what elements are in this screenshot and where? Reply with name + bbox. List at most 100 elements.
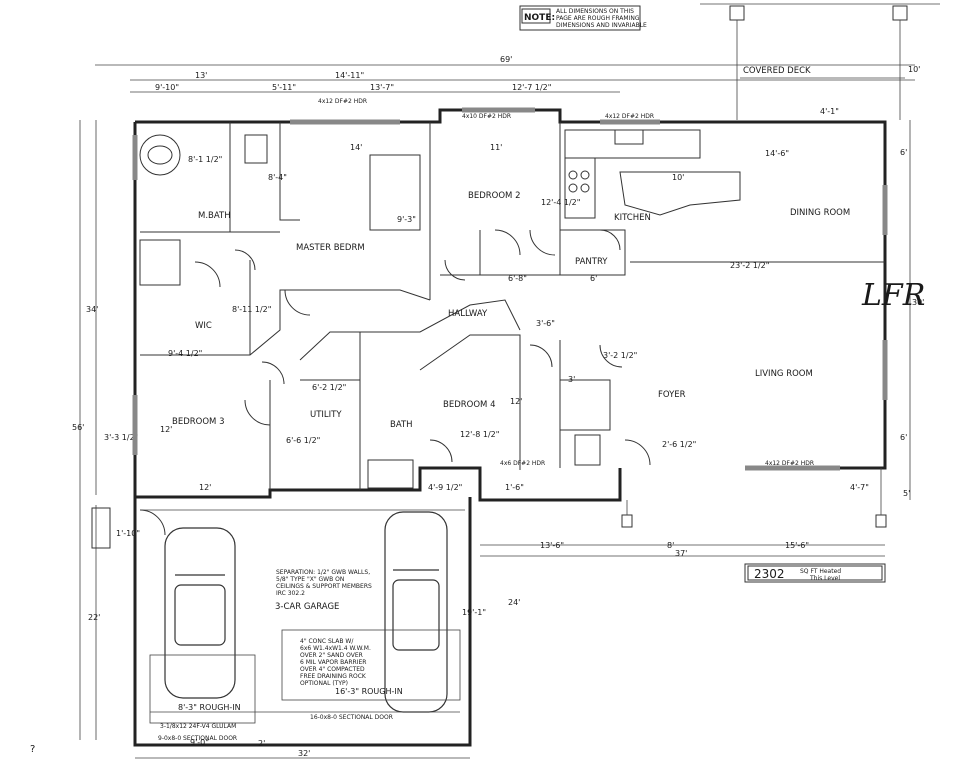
dim-label: 12' — [199, 483, 211, 492]
dim-label: 6'-8" — [508, 274, 527, 283]
dim-label: 8'-11 1/2" — [232, 305, 271, 314]
garage-note: FREE DRAINING ROCK — [300, 673, 367, 680]
bottom-dimensions: 13'-6" 8' 15'-6" 37' 32' 9'-0" 2' 24' 19… — [135, 541, 885, 759]
header-label: 4x10 DF#2 HDR — [462, 113, 511, 120]
dim-label: 37' — [675, 549, 687, 558]
garage-area: 8'-3" ROUGH-IN 16'-3" ROUGH-IN SEPARATIO… — [91, 507, 465, 742]
dim-label: 3'-6" — [536, 319, 555, 328]
note-line-2: PAGE ARE ROUGH FRAMING — [556, 15, 640, 22]
dim-label: 13' — [195, 71, 207, 80]
garage-door-note: 9-0x8-0 SECTIONAL DOOR — [158, 735, 237, 742]
dim-overall-width: 69' — [500, 55, 512, 64]
dim-label: 3' — [568, 375, 575, 384]
room-bedroom-2: BEDROOM 2 — [468, 191, 520, 201]
dim-label: 9'-10" — [155, 83, 179, 92]
garage-note: SEPARATION: 1/2" GWB WALLS, — [276, 569, 370, 576]
room-bedroom-3: BEDROOM 3 — [172, 417, 224, 427]
dim-label: 11' — [490, 143, 502, 152]
room-bath: BATH — [390, 420, 413, 430]
garage-note: 6 MIL VAPOR BARRIER — [300, 659, 366, 666]
area-label: This Level — [809, 575, 840, 582]
dim-label: 3'-2 1/2" — [603, 351, 637, 360]
deck-post — [729, 5, 745, 21]
header-label: 4x6 DF#2 HDR — [500, 460, 545, 467]
room-m-bath: M.BATH — [198, 211, 231, 221]
bath-fixtures — [139, 134, 601, 489]
room-labels: M.BATH MASTER BEDRM BEDROOM 2 KITCHEN DI… — [172, 191, 850, 612]
room-utility: UTILITY — [310, 410, 342, 420]
garage-note: OPTIONAL (TYP) — [300, 680, 348, 687]
top-dimensions: 69' 13' 14'-11" 9'-10" 5'-11" 13'-7" 12'… — [95, 55, 920, 116]
dim-label: 24' — [508, 598, 520, 607]
porch-post — [875, 514, 887, 528]
header-labels: 4x12 DF#2 HDR 4x10 DF#2 HDR 4x12 DF#2 HD… — [318, 98, 814, 467]
dim-label: 4'-1" — [820, 107, 839, 116]
dim-label: 8'-1 1/2" — [188, 155, 222, 164]
dim-label: 9'-0" — [190, 738, 209, 747]
handwritten-note: LFR — [861, 278, 925, 313]
dim-label: 30' — [912, 298, 924, 307]
dim-label: 8' — [667, 541, 674, 550]
garage-header-note: 3-1/8x12 24F-V4 GLULAM — [160, 723, 236, 730]
dim-label: 3'-3 1/2" — [104, 433, 138, 442]
garage-note: IRC 302.2 — [276, 590, 305, 597]
garage-door-note: 16-0x8-0 SECTIONAL DOOR — [310, 714, 393, 721]
interior-walls — [140, 122, 885, 490]
dim-label: 6' — [900, 148, 907, 157]
dim-label: 32' — [298, 749, 310, 758]
room-hallway: HALLWAY — [448, 309, 488, 319]
left-dimensions: 56' 34' 22' 3'-3 1/2" 1'-10" — [72, 120, 140, 740]
dim-label: 13'-6" — [540, 541, 564, 550]
dim-label: 8'-4" — [268, 173, 287, 182]
dim-label: 4'-7" — [850, 483, 869, 492]
room-pantry: PANTRY — [575, 257, 608, 267]
note-line-3: DIMENSIONS AND INVARIABLE — [556, 22, 647, 29]
exterior-walls — [133, 108, 887, 747]
dim-label: 34' — [86, 305, 98, 314]
dim-label: 12'-8 1/2" — [460, 430, 499, 439]
dim-label: 5'-11" — [272, 83, 296, 92]
door-swings — [139, 229, 651, 536]
room-wic: WIC — [195, 321, 212, 331]
header-note: NOTE: ALL DIMENSIONS ON THIS PAGE ARE RO… — [519, 5, 647, 31]
corner-mark: ? — [30, 744, 35, 755]
dim-overall-depth: 56' — [72, 423, 84, 432]
dim-label: 1'-10" — [116, 529, 140, 538]
room-master-bedroom: MASTER BEDRM — [296, 243, 365, 253]
right-dimensions: 30' 5' 6' 6' — [900, 120, 924, 500]
note-line-1: ALL DIMENSIONS ON THIS — [556, 8, 634, 15]
dim-label: 23'-2 1/2" — [730, 261, 769, 270]
dim-label: 14'-11" — [335, 71, 364, 80]
area-callout: 2302 SQ FT Heated This Level — [744, 563, 886, 583]
area-label: SQ FT Heated — [800, 568, 841, 575]
garage-note: OVER 2" SAND OVER — [300, 652, 363, 659]
area-value: 2302 — [754, 567, 785, 581]
dim-label: 13'-7" — [370, 83, 394, 92]
car-right — [384, 511, 448, 713]
dim-label: 6' — [590, 274, 597, 283]
dim-label: 1'-6" — [505, 483, 524, 492]
kitchen-fixtures — [564, 129, 741, 219]
room-covered-deck: COVERED DECK — [743, 66, 811, 76]
room-dining: DINING ROOM — [790, 208, 850, 218]
dim-label: 2' — [258, 739, 265, 748]
header-label: 4x12 DF#2 HDR — [318, 98, 367, 105]
garage-note: OVER 4" COMPACTED — [300, 666, 365, 673]
dim-label: 22' — [88, 613, 100, 622]
room-living: LIVING ROOM — [755, 369, 813, 379]
dim-label: 2'-6 1/2" — [662, 440, 696, 449]
garage-note: 6x6 W1.4xW1.4 W.W.M. — [300, 645, 371, 652]
header-label: 4x12 DF#2 HDR — [605, 113, 654, 120]
windows — [132, 107, 888, 471]
dim-label: 6' — [900, 433, 907, 442]
dim-label: 9'-3" — [397, 215, 416, 224]
dim-label: 15'-6" — [785, 541, 809, 550]
room-bedroom-4: BEDROOM 4 — [443, 400, 495, 410]
garage-note: 5/8" TYPE "X" GWB ON — [276, 576, 344, 583]
room-foyer: FOYER — [658, 390, 686, 400]
dim-label: 16'-3" ROUGH-IN — [335, 687, 403, 696]
deck-post — [892, 5, 908, 21]
dim-label: 9'-4 1/2" — [168, 349, 202, 358]
dim-label: 12' — [160, 425, 172, 434]
